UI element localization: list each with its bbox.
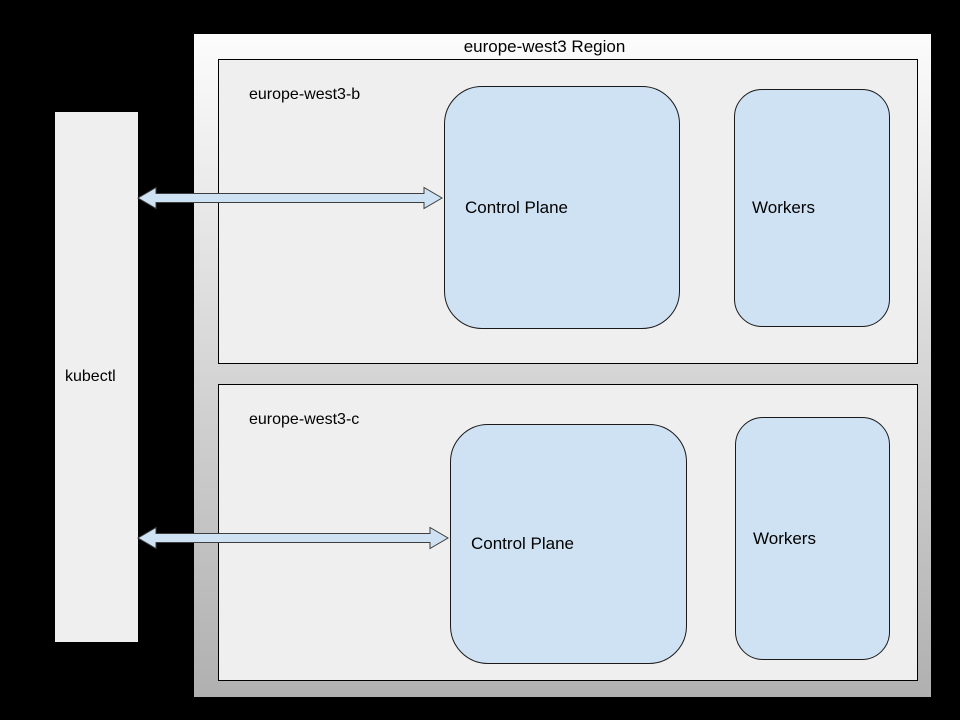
zone-b-label: europe-west3-b: [249, 86, 361, 103]
kubectl-box: kubectl: [55, 112, 138, 642]
workers-label: Workers: [752, 198, 815, 217]
workers-label: Workers: [753, 528, 816, 548]
arrow-kubectl-zone-b: [137, 186, 443, 210]
zone-c-label: europe-west3-c: [249, 411, 360, 428]
control-plane-label: Control Plane: [471, 534, 575, 553]
zone-b-control-plane-node: Control Plane: [444, 86, 680, 329]
zone-c-workers-node: Workers: [735, 417, 890, 660]
control-plane-label: Control Plane: [465, 197, 569, 217]
zone-b-box: europe-west3-b Control Plane Workers: [218, 59, 918, 364]
arrow-kubectl-zone-c: [137, 526, 449, 550]
zone-c-box: europe-west3-c Control Plane Workers: [218, 384, 918, 681]
double-arrow-icon: [137, 186, 443, 210]
double-arrow-icon: [137, 526, 449, 550]
kubectl-label: kubectl: [65, 368, 116, 385]
region-title: europe-west3 Region: [463, 37, 626, 56]
zone-b-workers-node: Workers: [734, 89, 890, 327]
region-box: europe-west3 Region europe-west3-b Contr…: [193, 33, 932, 698]
zone-c-control-plane-node: Control Plane: [450, 424, 687, 664]
